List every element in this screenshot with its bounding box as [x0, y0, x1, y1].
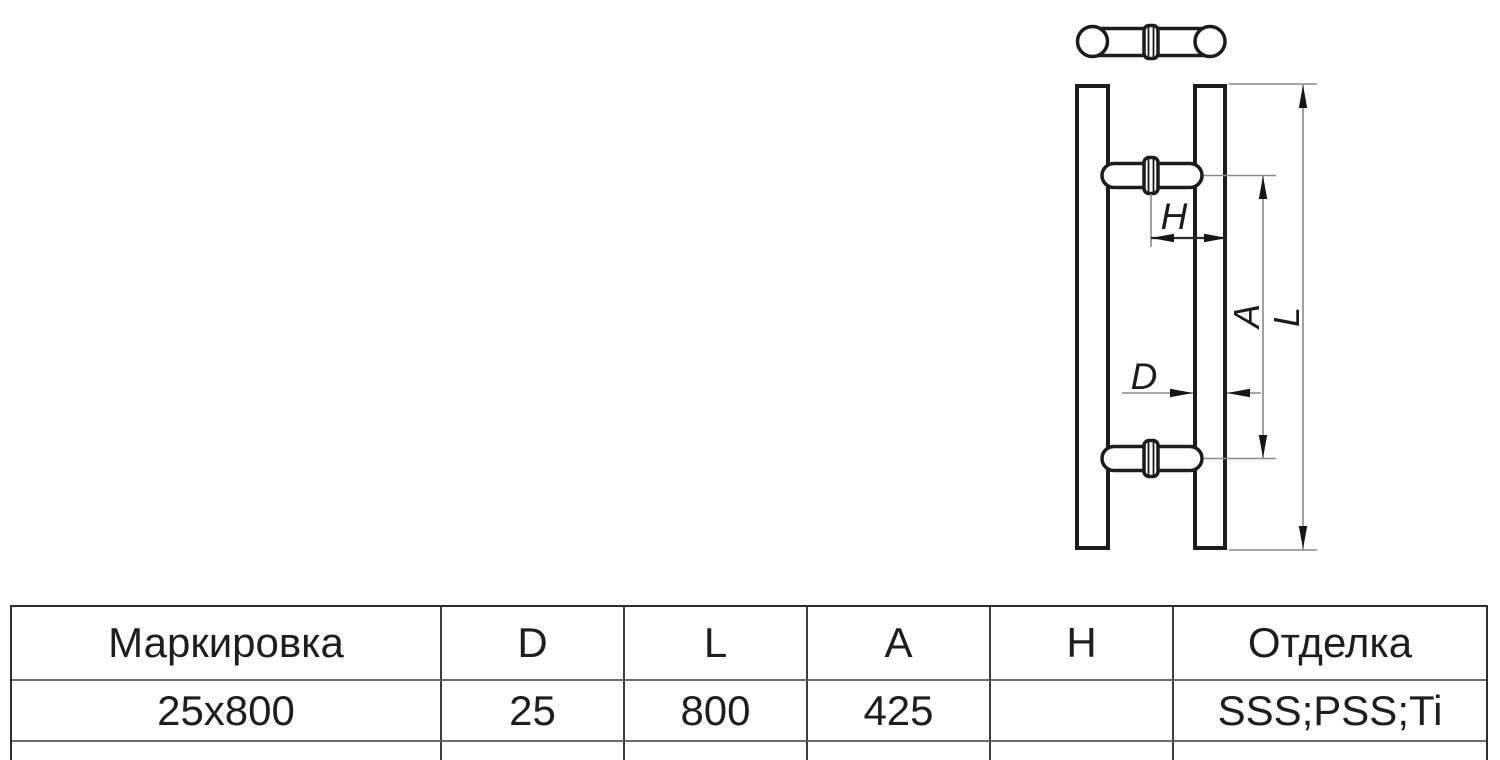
dim-L-arrow-top	[1298, 85, 1308, 108]
header-cell-h: H	[991, 607, 1174, 681]
partial-cell	[442, 742, 625, 760]
lower-standoff	[1100, 438, 1204, 479]
cell-markirovka: 25x800	[12, 681, 442, 742]
dim-H-arrow-right	[1204, 233, 1227, 243]
table-header-row: Маркировка D L A H Отделка	[12, 607, 1486, 681]
cell-a: 425	[808, 681, 991, 742]
front-view-left-tube	[1075, 84, 1110, 550]
partial-cell	[991, 742, 1174, 760]
table-partial-row	[12, 742, 1486, 760]
handle-front-view	[1075, 84, 1227, 550]
dim-D-label: D	[1131, 356, 1158, 397]
header-cell-a: A	[808, 607, 991, 681]
lower-standoff-spacer	[1142, 438, 1160, 479]
cell-d: 25	[442, 681, 625, 742]
dimension-D: D	[1122, 356, 1261, 398]
dimension-A: A	[1204, 174, 1276, 460]
spec-table: Маркировка D L A H Отделка 25x800 25 800…	[10, 605, 1488, 760]
upper-standoff	[1100, 155, 1204, 196]
dim-L-arrow-bottom	[1298, 526, 1308, 549]
top-view-right-tube-section	[1193, 24, 1227, 59]
cell-h	[991, 681, 1174, 742]
partial-cell	[625, 742, 808, 760]
header-cell-d: D	[442, 607, 625, 681]
dim-L-label: L	[1266, 307, 1307, 327]
cell-otdelka: SSS;PSS;Ti	[1174, 681, 1486, 742]
top-view-left-tube-section	[1075, 24, 1110, 59]
dim-D-arrow-left	[1170, 388, 1193, 398]
header-cell-markirovka: Маркировка	[12, 607, 442, 681]
dim-H-arrow-left	[1151, 233, 1174, 243]
upper-standoff-spacer	[1142, 155, 1160, 196]
dim-D-arrow-right	[1227, 388, 1250, 398]
front-view-right-tube	[1193, 84, 1227, 550]
dim-A-arrow-bottom	[1258, 435, 1268, 458]
partial-cell	[12, 742, 442, 760]
table-row: 25x800 25 800 425 SSS;PSS;Ti	[12, 681, 1486, 742]
dimension-H: H	[1150, 194, 1227, 247]
dimension-L: L	[1229, 83, 1317, 551]
partial-cell	[808, 742, 991, 760]
top-view-spacer	[1142, 23, 1160, 61]
handle-top-view	[1075, 23, 1227, 61]
dim-A-arrow-top	[1258, 176, 1268, 199]
partial-cell	[1174, 742, 1486, 760]
header-cell-otdelka: Отделка	[1174, 607, 1486, 681]
header-cell-l: L	[625, 607, 808, 681]
dim-A-label: A	[1226, 304, 1267, 330]
cell-l: 800	[625, 681, 808, 742]
dim-H-label: H	[1161, 196, 1188, 237]
